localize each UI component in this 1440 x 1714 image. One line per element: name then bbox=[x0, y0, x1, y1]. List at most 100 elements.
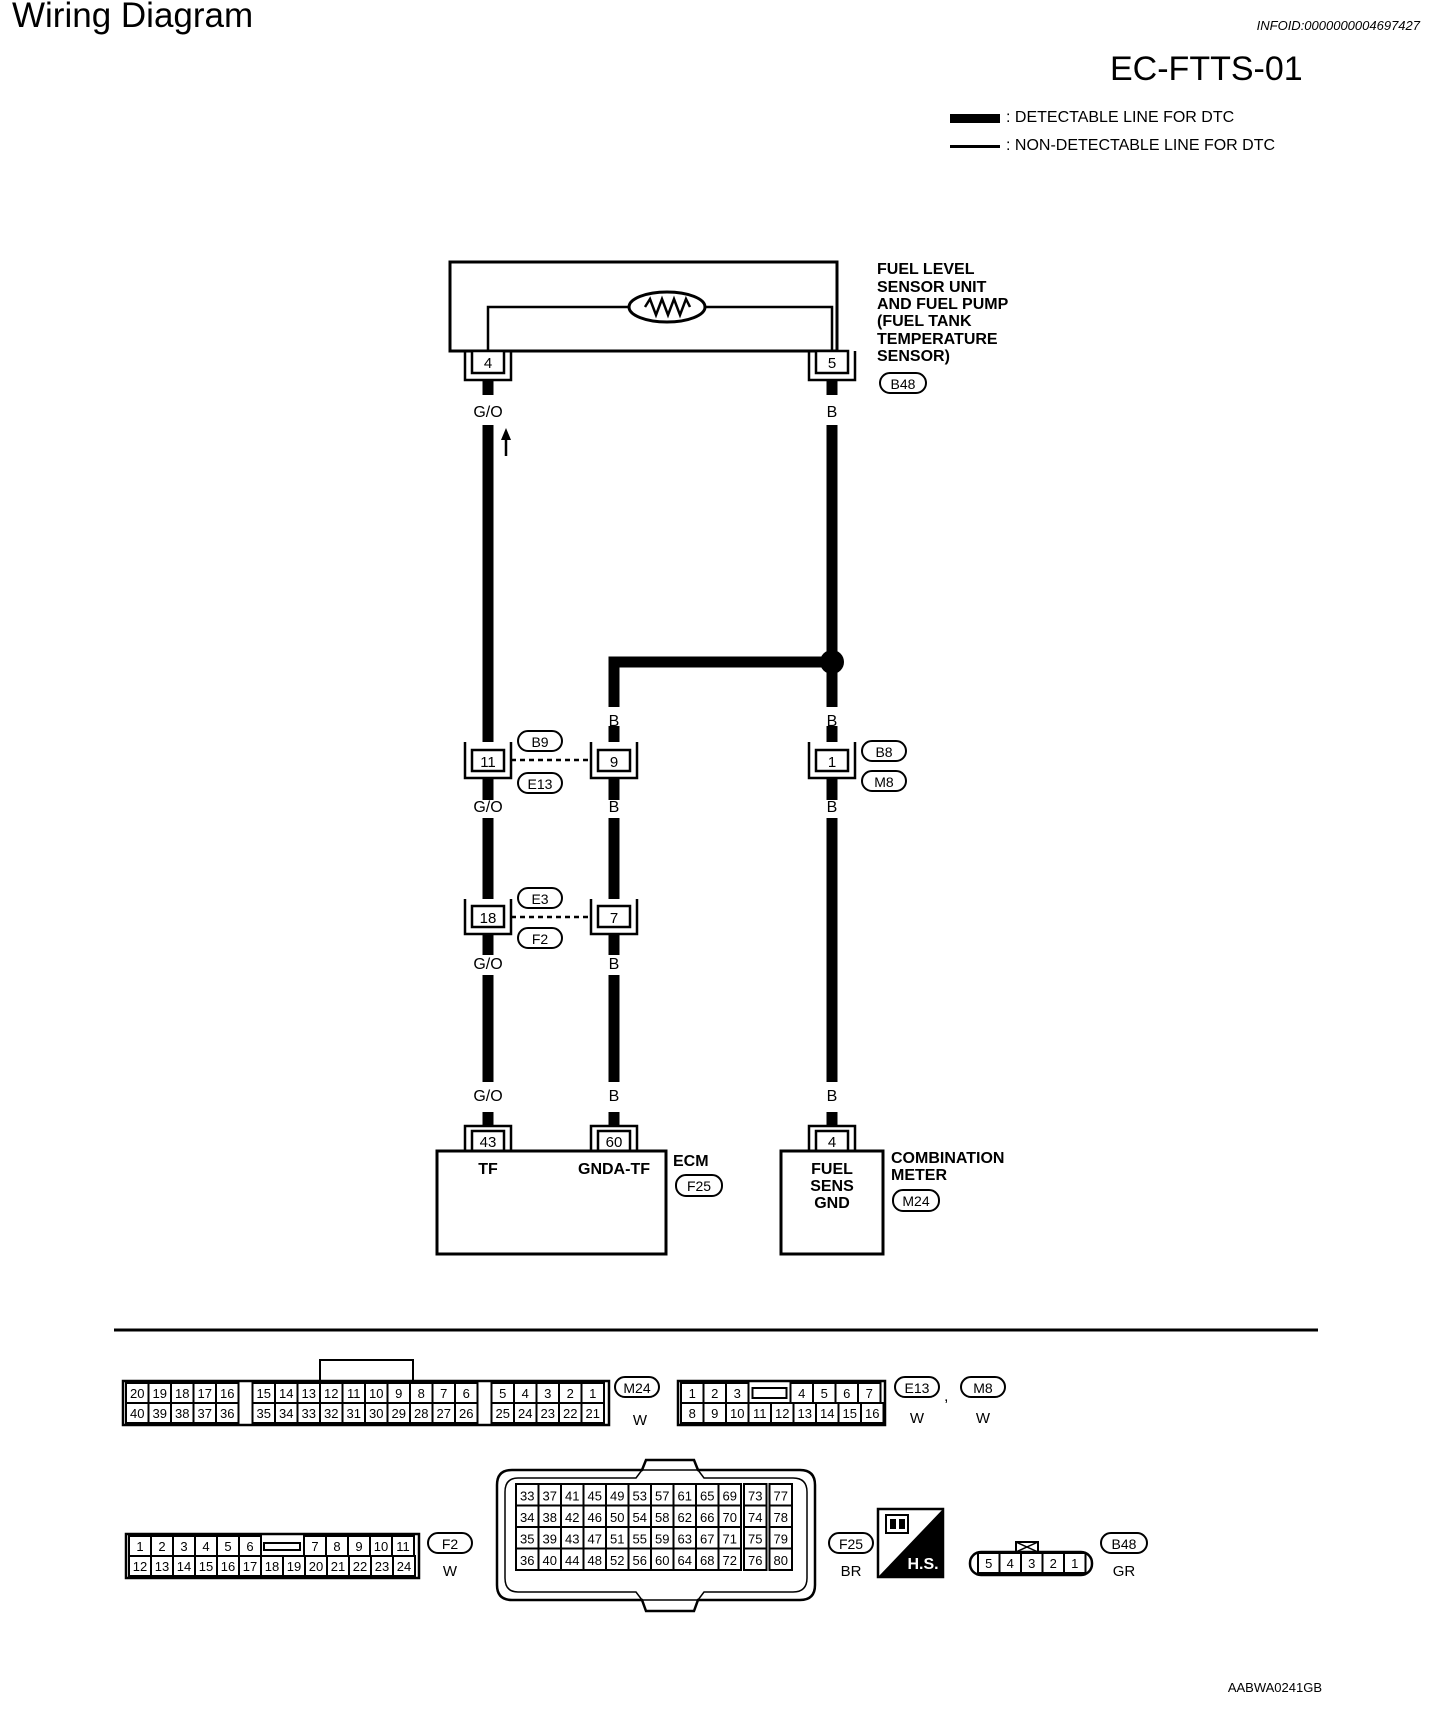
pin-number: 13 bbox=[302, 1386, 316, 1401]
pin-number: 13 bbox=[798, 1406, 812, 1421]
sensor-label-line: TEMPERATURE bbox=[877, 331, 998, 348]
connector-pin: 72 bbox=[717, 1547, 742, 1571]
pin-number: 7 bbox=[311, 1539, 318, 1554]
connector-pin: 48 bbox=[582, 1547, 607, 1571]
svg-text:4: 4 bbox=[828, 1134, 836, 1151]
connector-pin: 39 bbox=[147, 1402, 172, 1424]
connector-pin: 31 bbox=[341, 1402, 366, 1424]
connector-pin: 79 bbox=[768, 1526, 793, 1550]
svg-text:B8: B8 bbox=[875, 744, 892, 760]
connector-color: W bbox=[976, 1410, 991, 1427]
connector-pin: 14 bbox=[815, 1402, 840, 1424]
connector-pin: 50 bbox=[605, 1504, 630, 1528]
connector-pin: 5 bbox=[977, 1552, 1001, 1574]
pin-number: 1 bbox=[689, 1386, 696, 1401]
pin-number: 12 bbox=[324, 1386, 338, 1401]
pin-number: 30 bbox=[369, 1406, 383, 1421]
pin-number: 4 bbox=[522, 1386, 529, 1401]
connector-pin: 74 bbox=[743, 1504, 768, 1528]
pin-number: 37 bbox=[543, 1489, 557, 1504]
wire-color-label: B bbox=[827, 404, 838, 421]
pin-number: 5 bbox=[821, 1386, 828, 1401]
svg-text:18: 18 bbox=[480, 910, 497, 927]
connector-pin: 54 bbox=[627, 1504, 652, 1528]
info-id: INFOID:0000000004697427 bbox=[1256, 18, 1420, 33]
connector-pin: 38 bbox=[170, 1402, 195, 1424]
connector-pin: 1 bbox=[1063, 1552, 1087, 1574]
lock-tab-icon bbox=[263, 1542, 301, 1551]
connector-pin: 24 bbox=[513, 1402, 538, 1424]
pin-number: 74 bbox=[748, 1510, 762, 1525]
connector-pin: 11 bbox=[747, 1402, 772, 1424]
pin-number: 51 bbox=[610, 1532, 624, 1547]
connector-badge-f25 bbox=[828, 1532, 874, 1554]
connector-pin: 2 bbox=[558, 1382, 583, 1404]
connector-pin: 11 bbox=[391, 1535, 415, 1557]
line-legend: : DETECTABLE LINE FOR DTC : NON-DETECTAB… bbox=[950, 104, 1275, 160]
connector-pin: 10 bbox=[725, 1402, 750, 1424]
pin-number: 23 bbox=[541, 1406, 555, 1421]
connector-id: F25 bbox=[839, 1536, 863, 1552]
pin-number: 26 bbox=[459, 1406, 473, 1421]
pin-number: 4 bbox=[202, 1539, 209, 1554]
connector-pin: 77 bbox=[768, 1483, 793, 1507]
locked-terminal-icon bbox=[1015, 1541, 1039, 1553]
connector-pin: 39 bbox=[537, 1526, 562, 1550]
connector-pin: 23 bbox=[370, 1555, 394, 1577]
pin-number: 50 bbox=[610, 1510, 624, 1525]
connector-badge-b48 bbox=[1100, 1532, 1148, 1554]
connector-color: W bbox=[910, 1410, 925, 1427]
ecm-terminal-tf: TF bbox=[478, 1161, 498, 1178]
pin-number: 37 bbox=[198, 1406, 212, 1421]
connector-pin: 51 bbox=[605, 1526, 630, 1550]
svg-text:F25: F25 bbox=[687, 1178, 711, 1194]
pin-number: 9 bbox=[711, 1406, 718, 1421]
pin-number: 34 bbox=[520, 1510, 534, 1525]
connector-pin: 59 bbox=[650, 1526, 675, 1550]
pin-number: 1 bbox=[136, 1539, 143, 1554]
pin-number: 52 bbox=[610, 1553, 624, 1568]
connector-id: F2 bbox=[442, 1536, 459, 1552]
pin-number: 62 bbox=[678, 1510, 692, 1525]
pin-number: 49 bbox=[610, 1489, 624, 1504]
connector-pin: 25 bbox=[490, 1402, 515, 1424]
connector-pin: 14 bbox=[172, 1555, 196, 1577]
connector-pin: 24 bbox=[392, 1555, 416, 1577]
connector-pin: 69 bbox=[717, 1483, 742, 1507]
connector-pin: 22 bbox=[348, 1555, 372, 1577]
connector-pin: 52 bbox=[605, 1547, 630, 1571]
pin-number: 24 bbox=[397, 1559, 411, 1574]
pin-number: 70 bbox=[723, 1510, 737, 1525]
pin-number: 8 bbox=[689, 1406, 696, 1421]
pin-number: 10 bbox=[374, 1539, 388, 1554]
pin-number: 9 bbox=[395, 1386, 402, 1401]
pin-number: 15 bbox=[199, 1559, 213, 1574]
pin-number: 54 bbox=[633, 1510, 647, 1525]
connector-pin: 66 bbox=[695, 1504, 720, 1528]
wire-color-label: B bbox=[609, 799, 620, 816]
pin-number: 55 bbox=[633, 1532, 647, 1547]
harness-side-badge: H.S. bbox=[876, 1507, 945, 1579]
connector-pin: 55 bbox=[627, 1526, 652, 1550]
connector-id: M8 bbox=[973, 1380, 993, 1396]
pin-number: 42 bbox=[565, 1510, 579, 1525]
connector-pin: 42 bbox=[560, 1504, 585, 1528]
pin-number: 1 bbox=[589, 1386, 596, 1401]
connector-pin: 6 bbox=[834, 1382, 859, 1404]
connector-pin: 37 bbox=[537, 1483, 562, 1507]
connector-pin: 67 bbox=[695, 1526, 720, 1550]
pin-number: 11 bbox=[347, 1386, 361, 1401]
connector-color: W bbox=[633, 1412, 648, 1429]
pin-number: 34 bbox=[279, 1406, 293, 1421]
connector-pin: 9 bbox=[702, 1402, 727, 1424]
connector-pin: 36 bbox=[515, 1547, 540, 1571]
pin-number: 3 bbox=[1028, 1556, 1035, 1571]
svg-text:SENS: SENS bbox=[810, 1178, 854, 1195]
connector-pin: 19 bbox=[282, 1555, 306, 1577]
connector-pin: 40 bbox=[537, 1547, 562, 1571]
connector-pin: 3 bbox=[1020, 1552, 1044, 1574]
